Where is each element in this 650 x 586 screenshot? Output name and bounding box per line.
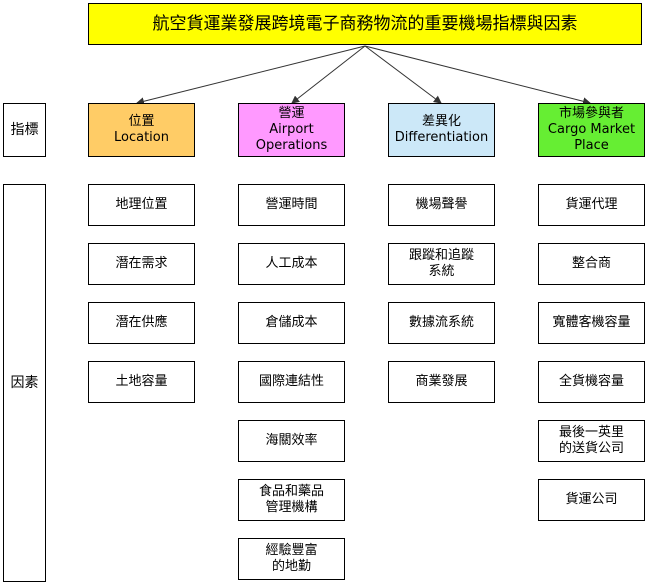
arrow-to-market <box>364 45 591 106</box>
factor-differentiation-2: 跟蹤和追蹤 系統 <box>388 243 495 285</box>
factor-market-2: 整合商 <box>538 243 645 285</box>
indicator-operations: 營運 Airport Operations <box>238 103 345 157</box>
arrow-to-location <box>136 45 366 106</box>
factor-market-6: 貨運公司 <box>538 479 645 521</box>
factor-operations-4: 國際連結性 <box>238 361 345 403</box>
factor-differentiation-4: 商業發展 <box>388 361 495 403</box>
factor-operations-5: 海關效率 <box>238 420 345 462</box>
side-label-factor: 因素 <box>3 184 46 582</box>
indicator-differentiation: 差異化 Differentiation <box>388 103 495 157</box>
factor-operations-6: 食品和藥品 管理機構 <box>238 479 345 521</box>
factor-operations-2: 人工成本 <box>238 243 345 285</box>
factor-market-4: 全貨機容量 <box>538 361 645 403</box>
factor-operations-7: 經驗豐富 的地勤 <box>238 538 345 580</box>
factor-differentiation-1: 機場聲譽 <box>388 184 495 226</box>
factor-market-5: 最後一英里 的送貨公司 <box>538 420 645 462</box>
factor-operations-1: 營運時間 <box>238 184 345 226</box>
arrow-to-differentiation <box>364 45 442 104</box>
factor-location-2: 潛在需求 <box>88 243 195 285</box>
factor-market-1: 貨運代理 <box>538 184 645 226</box>
factor-market-3: 寬體客機容量 <box>538 302 645 344</box>
diagram-title: 航空貨運業發展跨境電子商務物流的重要機場指標與因素 <box>88 3 642 45</box>
factor-operations-3: 倉儲成本 <box>238 302 345 344</box>
side-label-indicator: 指標 <box>3 103 46 157</box>
factor-location-3: 潛在供應 <box>88 302 195 344</box>
factor-location-1: 地理位置 <box>88 184 195 226</box>
factor-location-4: 土地容量 <box>88 361 195 403</box>
indicator-location: 位置 Location <box>88 103 195 157</box>
factor-differentiation-3: 數據流系統 <box>388 302 495 344</box>
indicator-market: 市場參與者 Cargo Market Place <box>538 103 645 157</box>
arrow-to-operations <box>291 45 366 104</box>
